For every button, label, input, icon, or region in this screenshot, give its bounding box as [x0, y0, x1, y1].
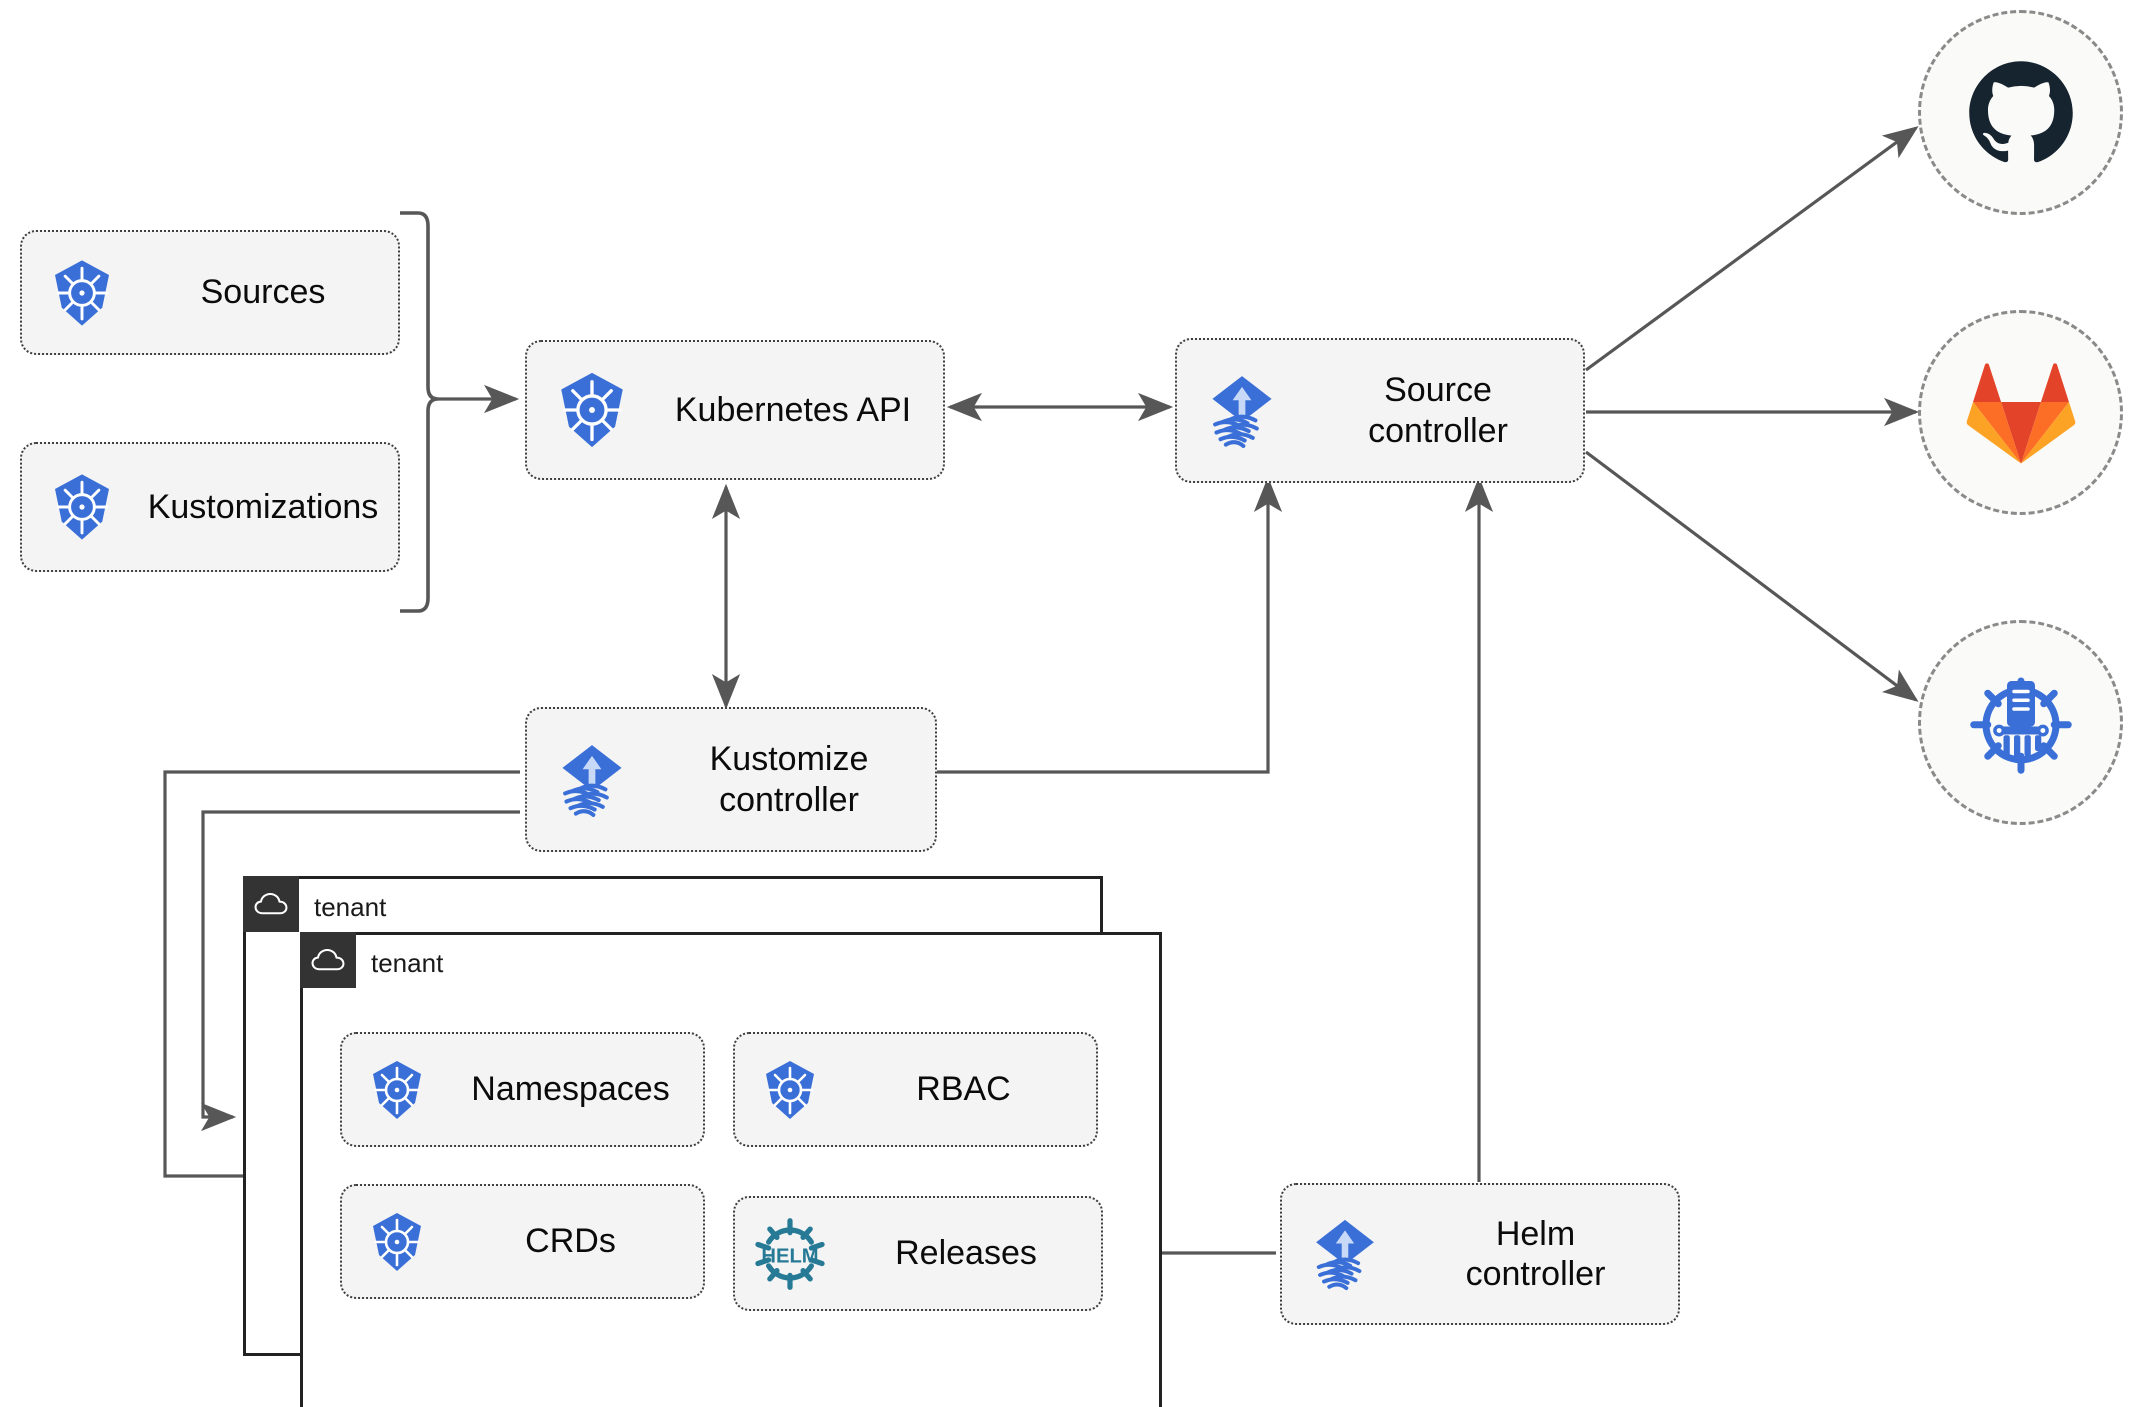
node-releases[interactable]: HELM Releases [733, 1196, 1103, 1311]
kubernetes-icon [22, 471, 142, 543]
flux-icon [1282, 1212, 1407, 1296]
tenant-title: tenant [314, 892, 387, 922]
node-label: Namespaces [471, 1070, 670, 1109]
node-kustomize-controller[interactable]: Kustomize controller [525, 707, 937, 852]
endpoint-helm-repository[interactable] [1918, 620, 2123, 825]
node-kubernetes-api[interactable]: Kubernetes API [525, 340, 945, 480]
node-label: Kubernetes API [674, 390, 912, 429]
github-icon [1967, 59, 2075, 167]
node-rbac[interactable]: RBAC [733, 1032, 1098, 1147]
node-label: Source controller [1368, 371, 1508, 450]
gitlab-icon [1966, 361, 2076, 465]
node-kustomizations[interactable]: Kustomizations [20, 442, 400, 572]
node-namespaces[interactable]: Namespaces [340, 1032, 705, 1147]
flux-icon [527, 737, 657, 823]
node-sources[interactable]: Sources [20, 230, 400, 355]
node-label: Kustomize controller [709, 740, 869, 819]
kubernetes-icon [342, 1058, 452, 1122]
tenant-title: tenant [371, 948, 444, 978]
node-label: Releases [895, 1234, 1037, 1273]
endpoint-gitlab[interactable] [1918, 310, 2123, 515]
node-label: Sources [200, 273, 326, 312]
cloud-icon [300, 932, 356, 988]
tenant-container-2[interactable]: tenant [300, 932, 1162, 1407]
node-source-controller[interactable]: Source controller [1175, 338, 1585, 483]
node-label: RBAC [916, 1070, 1011, 1109]
kubernetes-icon [735, 1058, 845, 1122]
kubernetes-icon [342, 1210, 452, 1274]
node-helm-controller[interactable]: Helm controller [1280, 1183, 1680, 1325]
helm-icon: HELM [735, 1216, 845, 1292]
kubernetes-icon [527, 369, 657, 451]
endpoint-github[interactable] [1918, 10, 2123, 215]
node-crds[interactable]: CRDs [340, 1184, 705, 1299]
node-label: Kustomizations [147, 487, 379, 526]
kubernetes-icon [22, 257, 142, 329]
node-label: Helm controller [1465, 1214, 1606, 1293]
flux-icon [1177, 368, 1307, 454]
cloud-icon [243, 876, 299, 932]
node-label: CRDs [525, 1222, 616, 1261]
svg-text:HELM: HELM [761, 1245, 818, 1267]
helm-repo-icon [1965, 667, 2077, 779]
